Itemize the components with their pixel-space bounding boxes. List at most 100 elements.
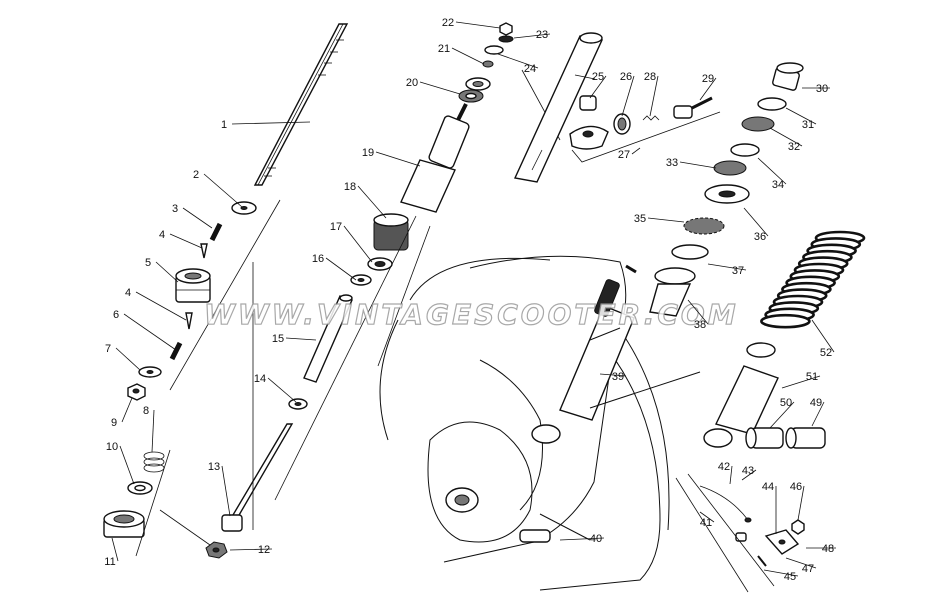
part-6-spring [169,341,183,361]
callout-label: 32 [788,141,800,153]
callout-leader [343,225,373,263]
callout-leader [455,21,501,29]
callout-label: 5 [145,257,151,269]
callout-leader [797,485,805,521]
callout-label: 49 [810,397,822,409]
part-27-clamp [569,125,609,150]
callout-leader [115,347,141,371]
callout-leader [649,75,659,117]
part-3-spring [209,222,223,242]
callout-leader [229,548,273,551]
fork-and-mudguard [379,255,670,591]
callout-label: 22 [442,17,454,29]
part-37-ring [671,244,709,260]
callout-leader [123,313,177,351]
watermark: WWW.VINTAGESCOOTER.COM [204,298,739,331]
callout-label: 40 [590,533,602,545]
part-25-bush [579,95,597,111]
assembly-guide-lines [135,69,561,557]
part-4-pin-upper [200,243,208,259]
callout-label: 24 [524,63,536,75]
callout-leader [285,337,317,341]
callout-label: 23 [536,29,548,41]
callout-label: 16 [312,253,324,265]
part-1-threaded-rod [253,23,349,186]
callout-leader [743,207,769,237]
callout-label: 7 [105,343,111,355]
part-10-washer [127,481,153,495]
part-7-washer [138,366,162,378]
callout-leader [513,33,551,39]
callout-leader [729,465,733,485]
callout-label: 50 [780,397,792,409]
part-34-ring [730,143,760,157]
part-21-nut [482,60,494,68]
part-36-cup [704,184,750,204]
callout-label: 48 [822,543,834,555]
callout-label: 34 [772,179,784,191]
callout-leader [699,511,715,523]
part-16-washer [350,274,372,286]
callout-label: 39 [612,371,624,383]
callout-leader [785,107,817,125]
callout-label: 51 [806,371,818,383]
callout-leader [769,401,795,429]
callout-label: 12 [258,544,270,556]
part-45-pin [757,555,767,567]
callout-label: 28 [644,71,656,83]
part-28-spring [642,115,660,121]
part-49-bush [785,427,826,449]
part-19-shock-body [400,103,470,213]
callout-label: 2 [193,169,199,181]
callout-label: 19 [362,147,374,159]
part-2-washer [231,201,257,215]
callout-label: 38 [694,319,706,331]
callout-leader [763,569,799,577]
part-9-nut [127,383,146,401]
part-35-ball-race [683,217,725,235]
bracket-27 [571,111,721,163]
callout-label: 31 [802,119,814,131]
callout-label: 17 [330,221,342,233]
part-14-washer [288,398,308,410]
callout-leader [781,375,821,389]
part-18-rubber-bush [373,213,409,251]
callout-leader [589,75,607,99]
callout-label: 30 [816,83,828,95]
callout-label: 1 [221,119,227,131]
part-4-pin-lower [185,312,193,330]
callout-label: 36 [754,231,766,243]
spring-coil [760,313,811,329]
callout-label: 42 [718,461,730,473]
callout-leader [151,409,155,453]
part-39-fork-shock [531,264,637,444]
callout-leader [687,299,709,325]
callout-label: 20 [406,77,418,89]
callout-label: 26 [620,71,632,83]
callout-leader [811,319,835,353]
callout-label: 15 [272,333,284,345]
callout-label: 25 [592,71,604,83]
callout-leader [169,233,203,249]
callout-label: 14 [254,373,266,385]
callout-leader [699,77,717,101]
callout-label: 13 [208,461,220,473]
callout-leader [811,401,825,427]
callout-label: 6 [113,309,119,321]
callout-label: 29 [702,73,714,85]
callout-leader [155,261,179,283]
callout-leader [769,127,803,147]
callout-leader [647,217,685,223]
callout-label: 11 [104,556,115,568]
part-13-long-bolt [221,423,294,532]
callout-label: 21 [438,43,450,55]
callout-leader [419,81,461,95]
callout-label: 4 [159,229,165,241]
callout-leader [121,397,133,423]
callout-leader [707,263,747,271]
callout-label: 33 [666,157,678,169]
callout-label: 47 [802,563,814,575]
callout-label: 3 [172,203,178,215]
callout-leader [631,147,641,155]
